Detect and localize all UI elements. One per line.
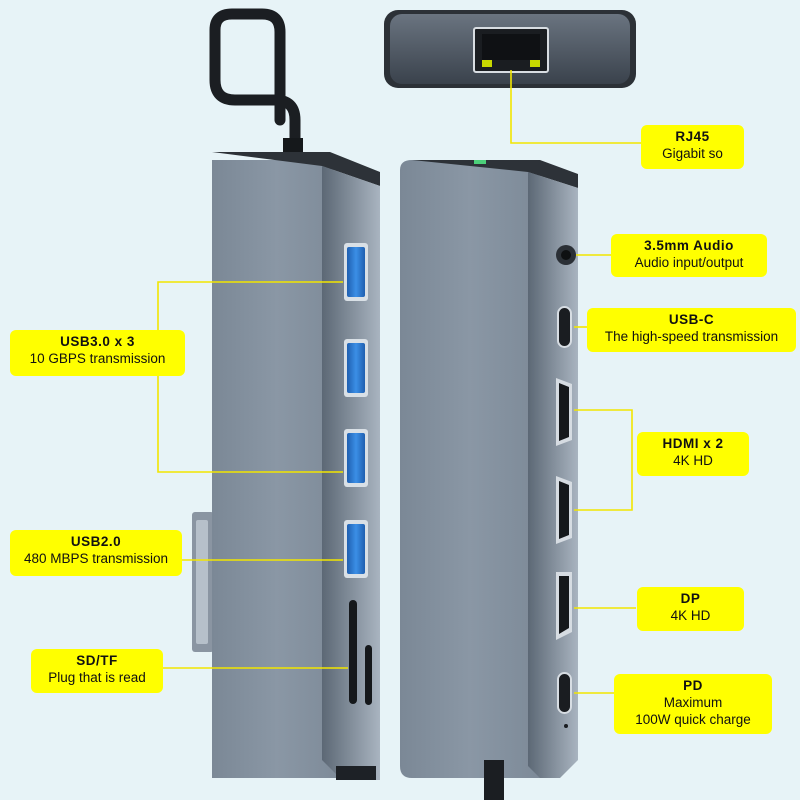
hdmi-port-2 bbox=[556, 476, 572, 544]
pd-title: PD bbox=[683, 678, 703, 693]
rj45-end-view bbox=[384, 10, 636, 88]
usb-c-port bbox=[557, 306, 572, 348]
audio-jack bbox=[556, 245, 576, 265]
audio-title: 3.5mm Audio bbox=[644, 238, 734, 253]
usbc-line-1: The high-speed transmission bbox=[604, 329, 779, 344]
usb3-port-1 bbox=[344, 243, 368, 301]
pd-line-1: Maximum bbox=[663, 695, 723, 710]
usb2-port bbox=[344, 520, 368, 578]
usb3-callout: USB3.0 x 3 10 GBPS transmission bbox=[10, 330, 185, 376]
hdmi-title: HDMI x 2 bbox=[662, 436, 724, 451]
usb2-title: USB2.0 bbox=[70, 534, 122, 549]
rj45-title: RJ45 bbox=[675, 129, 710, 144]
hub-right bbox=[400, 160, 578, 800]
sdtf-title: SD/TF bbox=[76, 653, 118, 668]
hdmi-callout: HDMI x 2 4K HD bbox=[637, 432, 749, 476]
usb3-line-1: 10 GBPS transmission bbox=[29, 351, 166, 366]
usbc-callout: USB-C The high-speed transmission bbox=[587, 308, 796, 352]
hdmi-line-1: 4K HD bbox=[673, 453, 713, 468]
dp-title: DP bbox=[680, 591, 701, 606]
usb3-port-2 bbox=[344, 339, 368, 397]
audio-line-1: Audio input/output bbox=[634, 255, 744, 270]
dp-callout: DP 4K HD bbox=[637, 587, 744, 631]
hdmi-port-1 bbox=[556, 378, 572, 446]
pd-line-2: 100W quick charge bbox=[635, 712, 751, 727]
leader-lines bbox=[157, 70, 641, 694]
audio-callout: 3.5mm Audio Audio input/output bbox=[611, 234, 767, 277]
hub-cable bbox=[209, 8, 303, 162]
tf-card-slot bbox=[365, 645, 372, 705]
rj45-callout: RJ45 Gigabit so bbox=[641, 125, 744, 169]
dp-line-1: 4K HD bbox=[670, 608, 711, 623]
rj45-line-1: Gigabit so bbox=[662, 146, 723, 161]
hub-left bbox=[192, 152, 380, 780]
sdtf-callout: SD/TF Plug that is read bbox=[31, 649, 163, 693]
usb3-port-3 bbox=[344, 429, 368, 487]
usb2-line-1: 480 MBPS transmission bbox=[23, 551, 169, 566]
displayport bbox=[556, 572, 572, 640]
usb3-title: USB3.0 x 3 bbox=[60, 334, 135, 349]
usb2-callout: USB2.0 480 MBPS transmission bbox=[10, 530, 182, 576]
sd-card-slot bbox=[349, 600, 357, 704]
pd-callout: PD Maximum 100W quick charge bbox=[614, 674, 772, 734]
sdtf-line-1: Plug that is read bbox=[48, 670, 146, 685]
usbc-title: USB-C bbox=[668, 312, 715, 327]
pd-usb-c-port bbox=[557, 672, 572, 714]
